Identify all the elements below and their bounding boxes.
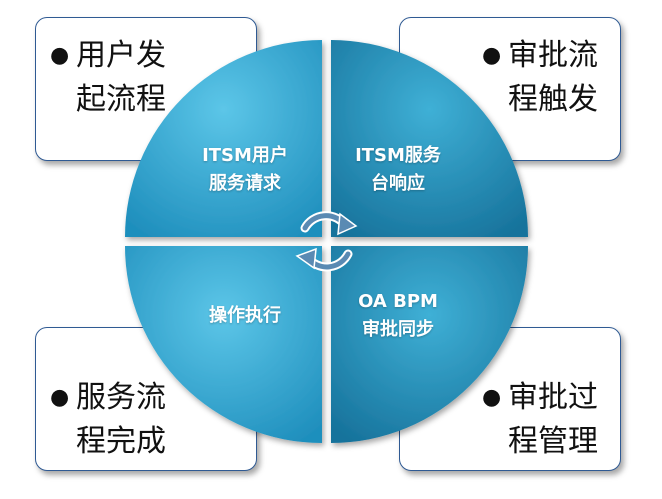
quadrant-label-line1: OA BPM	[358, 291, 438, 312]
corner-text-bottom-left: ●服务流 程完成	[50, 376, 166, 464]
bullet-icon: ●	[482, 385, 502, 410]
corner-text-top-right: ●审批流 程触发	[482, 34, 598, 122]
quadrant-label-top-left: ITSM用户 服务请求	[180, 142, 310, 198]
corner-text-line1: 用户发	[76, 38, 166, 73]
corner-text-line1: 审批过	[508, 380, 598, 415]
quadrant-label-top-right: ITSM服务 台响应	[333, 142, 463, 198]
arrowhead-left-icon	[295, 247, 317, 270]
quadrant-top-left	[125, 40, 322, 237]
bullet-icon: ●	[50, 43, 70, 68]
quadrant-label-bottom-left: 操作执行	[180, 302, 310, 330]
quadrant-bottom-right	[331, 246, 528, 443]
quadrant-label-line2: 服务请求	[209, 173, 281, 194]
quadrant-top-right	[331, 40, 528, 237]
bullet-icon: ●	[482, 43, 502, 68]
quadrant-label-line2: 审批同步	[362, 319, 434, 340]
bullet-icon: ●	[50, 385, 70, 410]
quadrant-bottom-left	[125, 246, 322, 443]
corner-text-line2: 起流程	[76, 82, 166, 117]
quadrant-label-line2: 台响应	[371, 173, 425, 194]
corner-text-bottom-right: ●审批过 程管理	[482, 376, 598, 464]
corner-text-line1: 服务流	[76, 380, 166, 415]
arrowhead-right-icon	[337, 212, 358, 236]
corner-text-line2: 程触发	[508, 82, 598, 117]
corner-text-line2: 程完成	[76, 424, 166, 459]
corner-text-line2: 程管理	[508, 424, 598, 459]
corner-text-top-left: ●用户发 起流程	[50, 34, 166, 122]
quadrant-label-line1: ITSM服务	[355, 145, 441, 166]
corner-text-line1: 审批流	[508, 38, 598, 73]
quadrant-label-bottom-right: OA BPM 审批同步	[333, 288, 463, 344]
quadrant-label-line1: ITSM用户	[202, 145, 288, 166]
quadrant-label-line1: 操作执行	[209, 305, 281, 326]
